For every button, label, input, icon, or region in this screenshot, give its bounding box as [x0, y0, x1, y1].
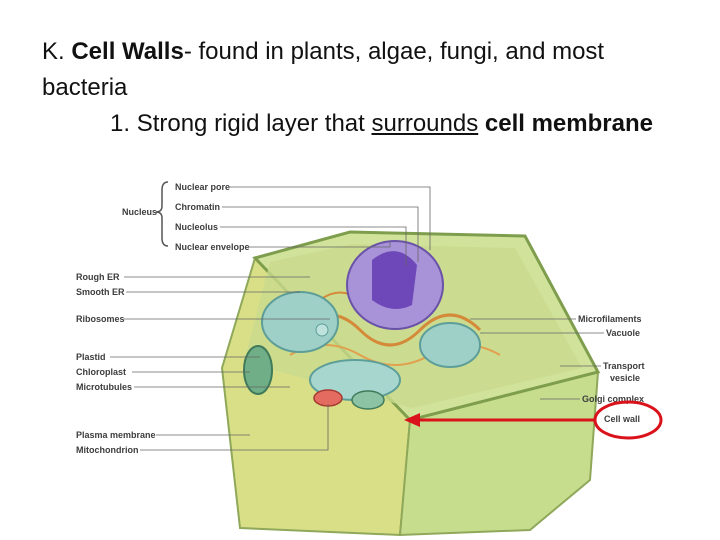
plastid: [352, 391, 384, 409]
transport-vesicle: [316, 324, 328, 336]
cell-illustration: [222, 232, 598, 535]
label-vesicle: vesicle: [610, 373, 640, 383]
label-plastid: Plastid: [76, 352, 106, 362]
mitochondrion: [314, 390, 342, 406]
label-microfilaments: Microfilaments: [578, 314, 642, 324]
label-vacuole: Vacuole: [606, 328, 640, 338]
label-nucleolus: Nucleolus: [175, 222, 218, 232]
vacuole-2: [420, 323, 480, 367]
nucleus-bracket: [156, 182, 168, 246]
label-chloroplast: Chloroplast: [76, 367, 126, 377]
label-microtubules: Microtubules: [76, 382, 132, 392]
nucleolus: [372, 251, 417, 309]
label-mitochondrion: Mitochondrion: [76, 445, 139, 455]
label-ribosomes: Ribosomes: [76, 314, 125, 324]
label-plasma-membrane: Plasma membrane: [76, 430, 156, 440]
label-smooth-er: Smooth ER: [76, 287, 125, 297]
label-nuclear-pore: Nuclear pore: [175, 182, 230, 192]
label-chromatin: Chromatin: [175, 202, 220, 212]
label-cell-wall: Cell wall: [604, 414, 640, 424]
vacuole: [262, 292, 338, 352]
label-nuclear-envelope: Nuclear envelope: [175, 242, 250, 252]
label-transport: Transport: [603, 361, 645, 371]
nucleus-group-label: Nucleus: [122, 207, 157, 217]
label-rough-er: Rough ER: [76, 272, 120, 282]
